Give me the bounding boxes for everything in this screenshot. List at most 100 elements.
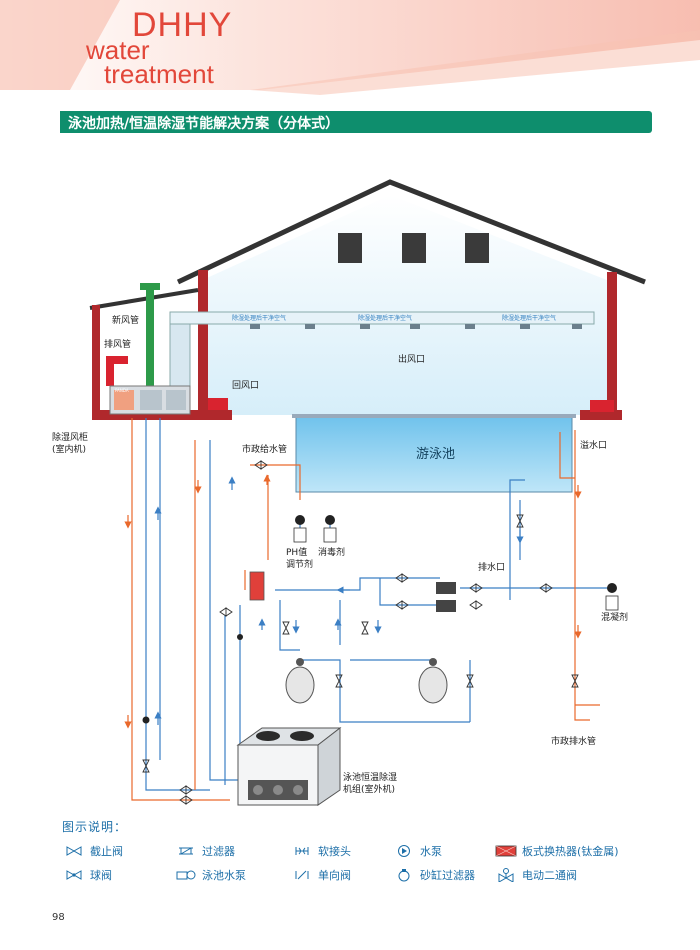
left-floor [92, 410, 232, 420]
label-dry-air-2: 除湿处理后干净空气 [358, 314, 412, 322]
legend: 截止阀 过滤器 软接头 水泵 板式换热器(钛金属) 球阀 泳池水泵 单向阀 砂缸… [62, 842, 662, 888]
valve [282, 621, 290, 635]
plate-heat-exchanger [249, 571, 265, 601]
label-drain: 排水口 [478, 561, 505, 573]
legend-item-pump: 水泵 [392, 842, 442, 860]
fresh-air-duct [146, 288, 154, 386]
pipe-blue [279, 600, 300, 651]
filter-icon [174, 844, 198, 858]
valve [219, 607, 233, 617]
electric-valve-icon [494, 868, 518, 882]
legend-item-stop-valve: 截止阀 [62, 842, 123, 860]
valve [395, 573, 409, 583]
ph-tank [293, 527, 307, 543]
air-diffusers [250, 324, 582, 329]
window [338, 233, 362, 263]
sand-filter-head [429, 658, 437, 666]
right-floor [580, 410, 622, 420]
label-indoor-unit-1: 除湿风柜 [52, 431, 88, 443]
disinfectant-pump [325, 515, 335, 525]
swimming-pool [292, 414, 576, 493]
valve [469, 583, 483, 593]
piping [124, 418, 610, 801]
label-city-drain: 市政排水管 [551, 735, 596, 747]
legend-item-electric-valve: 电动二通阀 [494, 866, 577, 884]
pipe-blue [209, 440, 238, 781]
label-pool: 游泳池 [416, 447, 455, 462]
ph-dosing-pump [295, 515, 305, 525]
valve [466, 674, 474, 688]
pipe-blue [379, 578, 440, 606]
legend-label: 球阀 [90, 869, 112, 882]
label-exhaust-duct: 排风管 [104, 338, 131, 350]
brand-subtitle-line-2: treatment [104, 59, 214, 89]
legend-label: 板式换热器(钛金属) [522, 845, 619, 858]
label-indoor-unit-2: (室内机) [52, 443, 86, 455]
pipe-orange [574, 430, 590, 721]
circulation-pump [237, 634, 243, 640]
label-outdoor-unit-1: 泳池恒温除湿 [343, 771, 397, 783]
fresh-air-cap [140, 283, 160, 290]
valve [571, 674, 579, 688]
pool-pump-icon [174, 868, 198, 882]
pool-pump [436, 600, 456, 612]
pipe-blue [460, 587, 511, 600]
valve [469, 600, 483, 610]
left-wall [198, 270, 208, 416]
window [465, 233, 489, 263]
legend-item-check-valve: 单向阀 [290, 866, 351, 884]
label-overflow: 溢水口 [580, 439, 607, 451]
roof [176, 179, 646, 285]
label-return-air: 回风口 [232, 380, 259, 391]
equipment [142, 460, 619, 806]
return-air-vent [208, 398, 228, 410]
valve [539, 583, 553, 593]
unit-logo: PANDA [115, 388, 129, 393]
brand-subtitle: water treatment [86, 35, 214, 89]
pipe-blue [300, 659, 470, 723]
legend-label: 砂缸过滤器 [420, 869, 475, 882]
pipe-orange [131, 418, 230, 801]
right-air-outlet [590, 400, 614, 412]
indoor-unit-panel [166, 390, 186, 410]
flexible-joint-icon [290, 844, 314, 858]
exhaust-duct [106, 356, 128, 386]
pool-edge [292, 414, 576, 418]
pipe-blue [275, 577, 440, 591]
legend-title: 图示说明： [62, 820, 128, 834]
section-title: 泳池加热/恒温除湿节能解决方案（分体式） [68, 116, 340, 132]
system-diagram: 新风管 排风管 回风口 出风口 除湿处理后干净空气 除湿处理后干净空气 除湿处理… [52, 179, 646, 806]
label-disinfectant: 消毒剂 [318, 546, 345, 558]
label-city-water: 市政给水管 [242, 443, 287, 455]
header-decoration [0, 0, 700, 95]
legend-label: 单向阀 [318, 869, 351, 882]
legend-item-sand-filter: 砂缸过滤器 [392, 866, 475, 884]
legend-item-filter: 过滤器 [174, 842, 235, 860]
coagulant-tank [605, 595, 619, 611]
label-coagulant: 混凝剂 [601, 611, 628, 623]
legend-item-plate-heat-exchanger: 板式换热器(钛金属) [494, 842, 619, 860]
label-outdoor-unit-2: 机组(室外机) [343, 783, 395, 795]
legend-item-ball-valve: 球阀 [62, 866, 112, 884]
pipe-orange [250, 464, 301, 500]
legend-label: 过滤器 [202, 845, 235, 858]
pump-icon [392, 844, 416, 858]
label-supply-air: 出风口 [398, 353, 425, 365]
valve [142, 759, 150, 773]
sand-filter [285, 666, 315, 704]
valve [516, 514, 524, 528]
right-wall [607, 272, 617, 416]
ball-valve-icon [62, 868, 86, 882]
sand-filter [418, 666, 448, 704]
disinfectant-tank [323, 527, 337, 543]
page-number: 98 [52, 912, 65, 923]
indoor-unit-panel [114, 390, 134, 410]
valve [179, 785, 193, 795]
window [402, 233, 426, 263]
supply-air-duct [169, 311, 595, 325]
coagulant-pump [607, 583, 617, 593]
label-fresh-air-duct: 新风管 [112, 314, 139, 326]
pool-water [295, 415, 573, 493]
pool-pump [436, 582, 456, 594]
brand-subtitle-line-1: water [86, 35, 150, 65]
